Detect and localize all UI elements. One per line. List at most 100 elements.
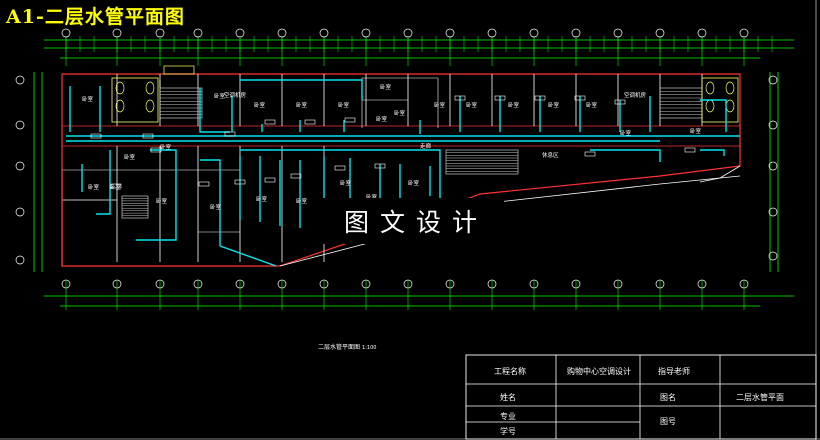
water-pipe	[240, 79, 363, 100]
room-label: 卧室	[690, 129, 702, 135]
plan-caption-text: 二层水管平面图	[318, 344, 361, 351]
axis-bubble-right	[768, 120, 778, 130]
fan-coil-unit	[290, 173, 302, 179]
room-label: 卧室	[210, 205, 222, 211]
fan-coil-unit	[304, 119, 316, 125]
room-label: 卧室	[160, 145, 172, 151]
room-label: 卧室	[586, 103, 598, 109]
fan-coil-unit	[614, 99, 626, 105]
room-label: 卧室	[620, 131, 632, 137]
axis-bubble-right	[768, 75, 778, 85]
room-label: 卧室	[340, 181, 352, 187]
water-pipe	[200, 159, 221, 246]
room-label: 卧室	[466, 103, 478, 109]
water-pipe	[590, 149, 661, 162]
fan-coil-unit	[334, 165, 346, 171]
fan-coil-unit	[264, 119, 276, 125]
room-label: 空调机房	[624, 93, 647, 99]
page-title: A1-二层水管平面图	[6, 6, 185, 28]
water-pipe	[219, 245, 277, 267]
tb-name-label: 姓名	[500, 393, 516, 402]
toilet-fixture	[145, 99, 155, 113]
stairs	[111, 65, 739, 219]
room-label: 卧室	[376, 117, 388, 123]
fan-coil-unit	[198, 181, 210, 187]
watermark: 图文设计	[318, 198, 504, 244]
room-label: 卧室	[380, 85, 392, 91]
toilet-block	[111, 77, 159, 123]
tb-drawing-name-label: 图名	[660, 393, 676, 402]
room-label: 卧室	[124, 155, 136, 161]
room-label: 卧室	[508, 103, 520, 109]
water-pipe	[96, 150, 111, 215]
toilet-fixture	[115, 81, 125, 95]
water-pipe	[700, 149, 725, 156]
axis-grid	[15, 28, 778, 310]
water-pipe	[700, 99, 727, 132]
axis-bubble-right	[768, 161, 778, 171]
fan-coil-unit	[584, 151, 596, 157]
axis-bubble-left	[15, 255, 25, 265]
stair-outline	[445, 149, 519, 175]
room-label: 卧室	[338, 103, 350, 109]
fan-coil-unit	[234, 179, 246, 185]
room-label: 卧室	[394, 111, 406, 117]
stair-outline	[121, 195, 149, 219]
room-label: 休息区	[542, 153, 559, 159]
axis-bubble-left	[15, 75, 25, 85]
room-label: 卧室	[548, 103, 560, 109]
room-label: 卧室	[156, 199, 168, 205]
toilet-fixture	[725, 81, 735, 95]
room-label: 走廊	[420, 144, 432, 150]
stair-outline	[159, 87, 203, 119]
fan-coil-unit	[534, 95, 546, 101]
water-pipes	[66, 79, 740, 267]
room-label: 卧室	[110, 185, 122, 191]
toilet-fixture	[145, 81, 155, 95]
water-pipe	[199, 88, 230, 133]
outer-wall	[61, 73, 741, 267]
tb-student-no-label: 学号	[500, 427, 516, 436]
tb-drawing-no-label: 图号	[660, 417, 676, 426]
room-label: 卧室	[408, 181, 420, 187]
axis-bubble-left	[15, 120, 25, 130]
fan-coil-unit	[150, 147, 162, 153]
fan-coil-unit	[90, 133, 102, 139]
room-label: 卧室	[82, 97, 94, 103]
water-pipe	[136, 149, 177, 241]
tb-project-label: 工程名称	[494, 367, 526, 376]
room-label: 卧室	[88, 185, 100, 191]
room-label: 卧室	[254, 103, 266, 109]
room-label: 卧室	[214, 94, 226, 100]
walls	[61, 73, 741, 267]
room-label: 卧室	[256, 197, 268, 203]
fan-coil-unit	[374, 163, 386, 169]
plan-scale: 1:100	[362, 345, 377, 351]
axis-bubble-right	[768, 251, 778, 261]
room-label: 卧室	[296, 103, 308, 109]
fan-coil-unit	[684, 147, 696, 153]
axis-bubble-right	[768, 207, 778, 217]
room-label: 卧室	[296, 199, 308, 205]
room-label: 空调机房	[224, 93, 247, 99]
fan-coil-unit	[224, 131, 236, 137]
roof-vent	[163, 65, 195, 75]
fan-coil-unit	[264, 177, 276, 183]
fan-coil-unit	[494, 95, 506, 101]
fan-coil-unit	[142, 133, 154, 139]
fan-coil-unit	[344, 117, 356, 123]
fan-coil-unit	[110, 183, 122, 189]
tb-major-label: 专业	[500, 412, 516, 421]
fan-coil-unit	[454, 95, 466, 101]
toilet-fixture	[115, 99, 125, 113]
axis-bubble-left	[15, 207, 25, 217]
axis-bubble-left	[15, 161, 25, 171]
tb-drawing-name-value: 二层水管平面	[736, 393, 784, 402]
tb-project-value: 购物中心空调设计	[567, 367, 631, 376]
fan-coil-unit	[574, 95, 586, 101]
room-label: 卧室	[434, 103, 446, 109]
water-pipe	[240, 149, 441, 200]
tb-advisor-label: 指导老师	[658, 367, 690, 376]
